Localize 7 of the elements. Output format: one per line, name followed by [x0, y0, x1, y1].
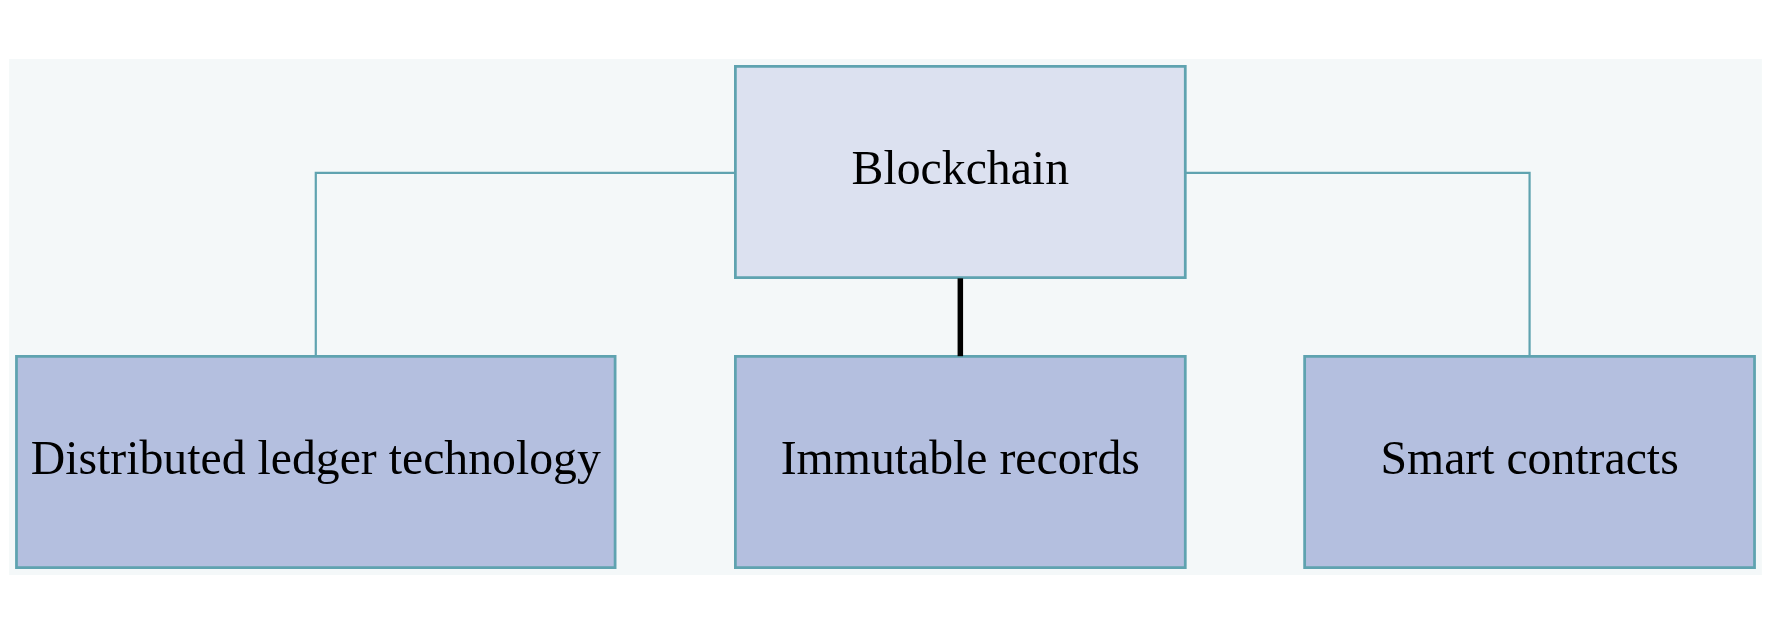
connector [957, 277, 964, 356]
node-box: Distributed ledger technology [15, 354, 617, 569]
node-box: Immutable records [734, 354, 1187, 569]
connector [314, 171, 735, 356]
connector [1185, 171, 1531, 356]
node-box: Blockchain [734, 64, 1187, 279]
node-box: Smart contracts [1303, 354, 1756, 569]
